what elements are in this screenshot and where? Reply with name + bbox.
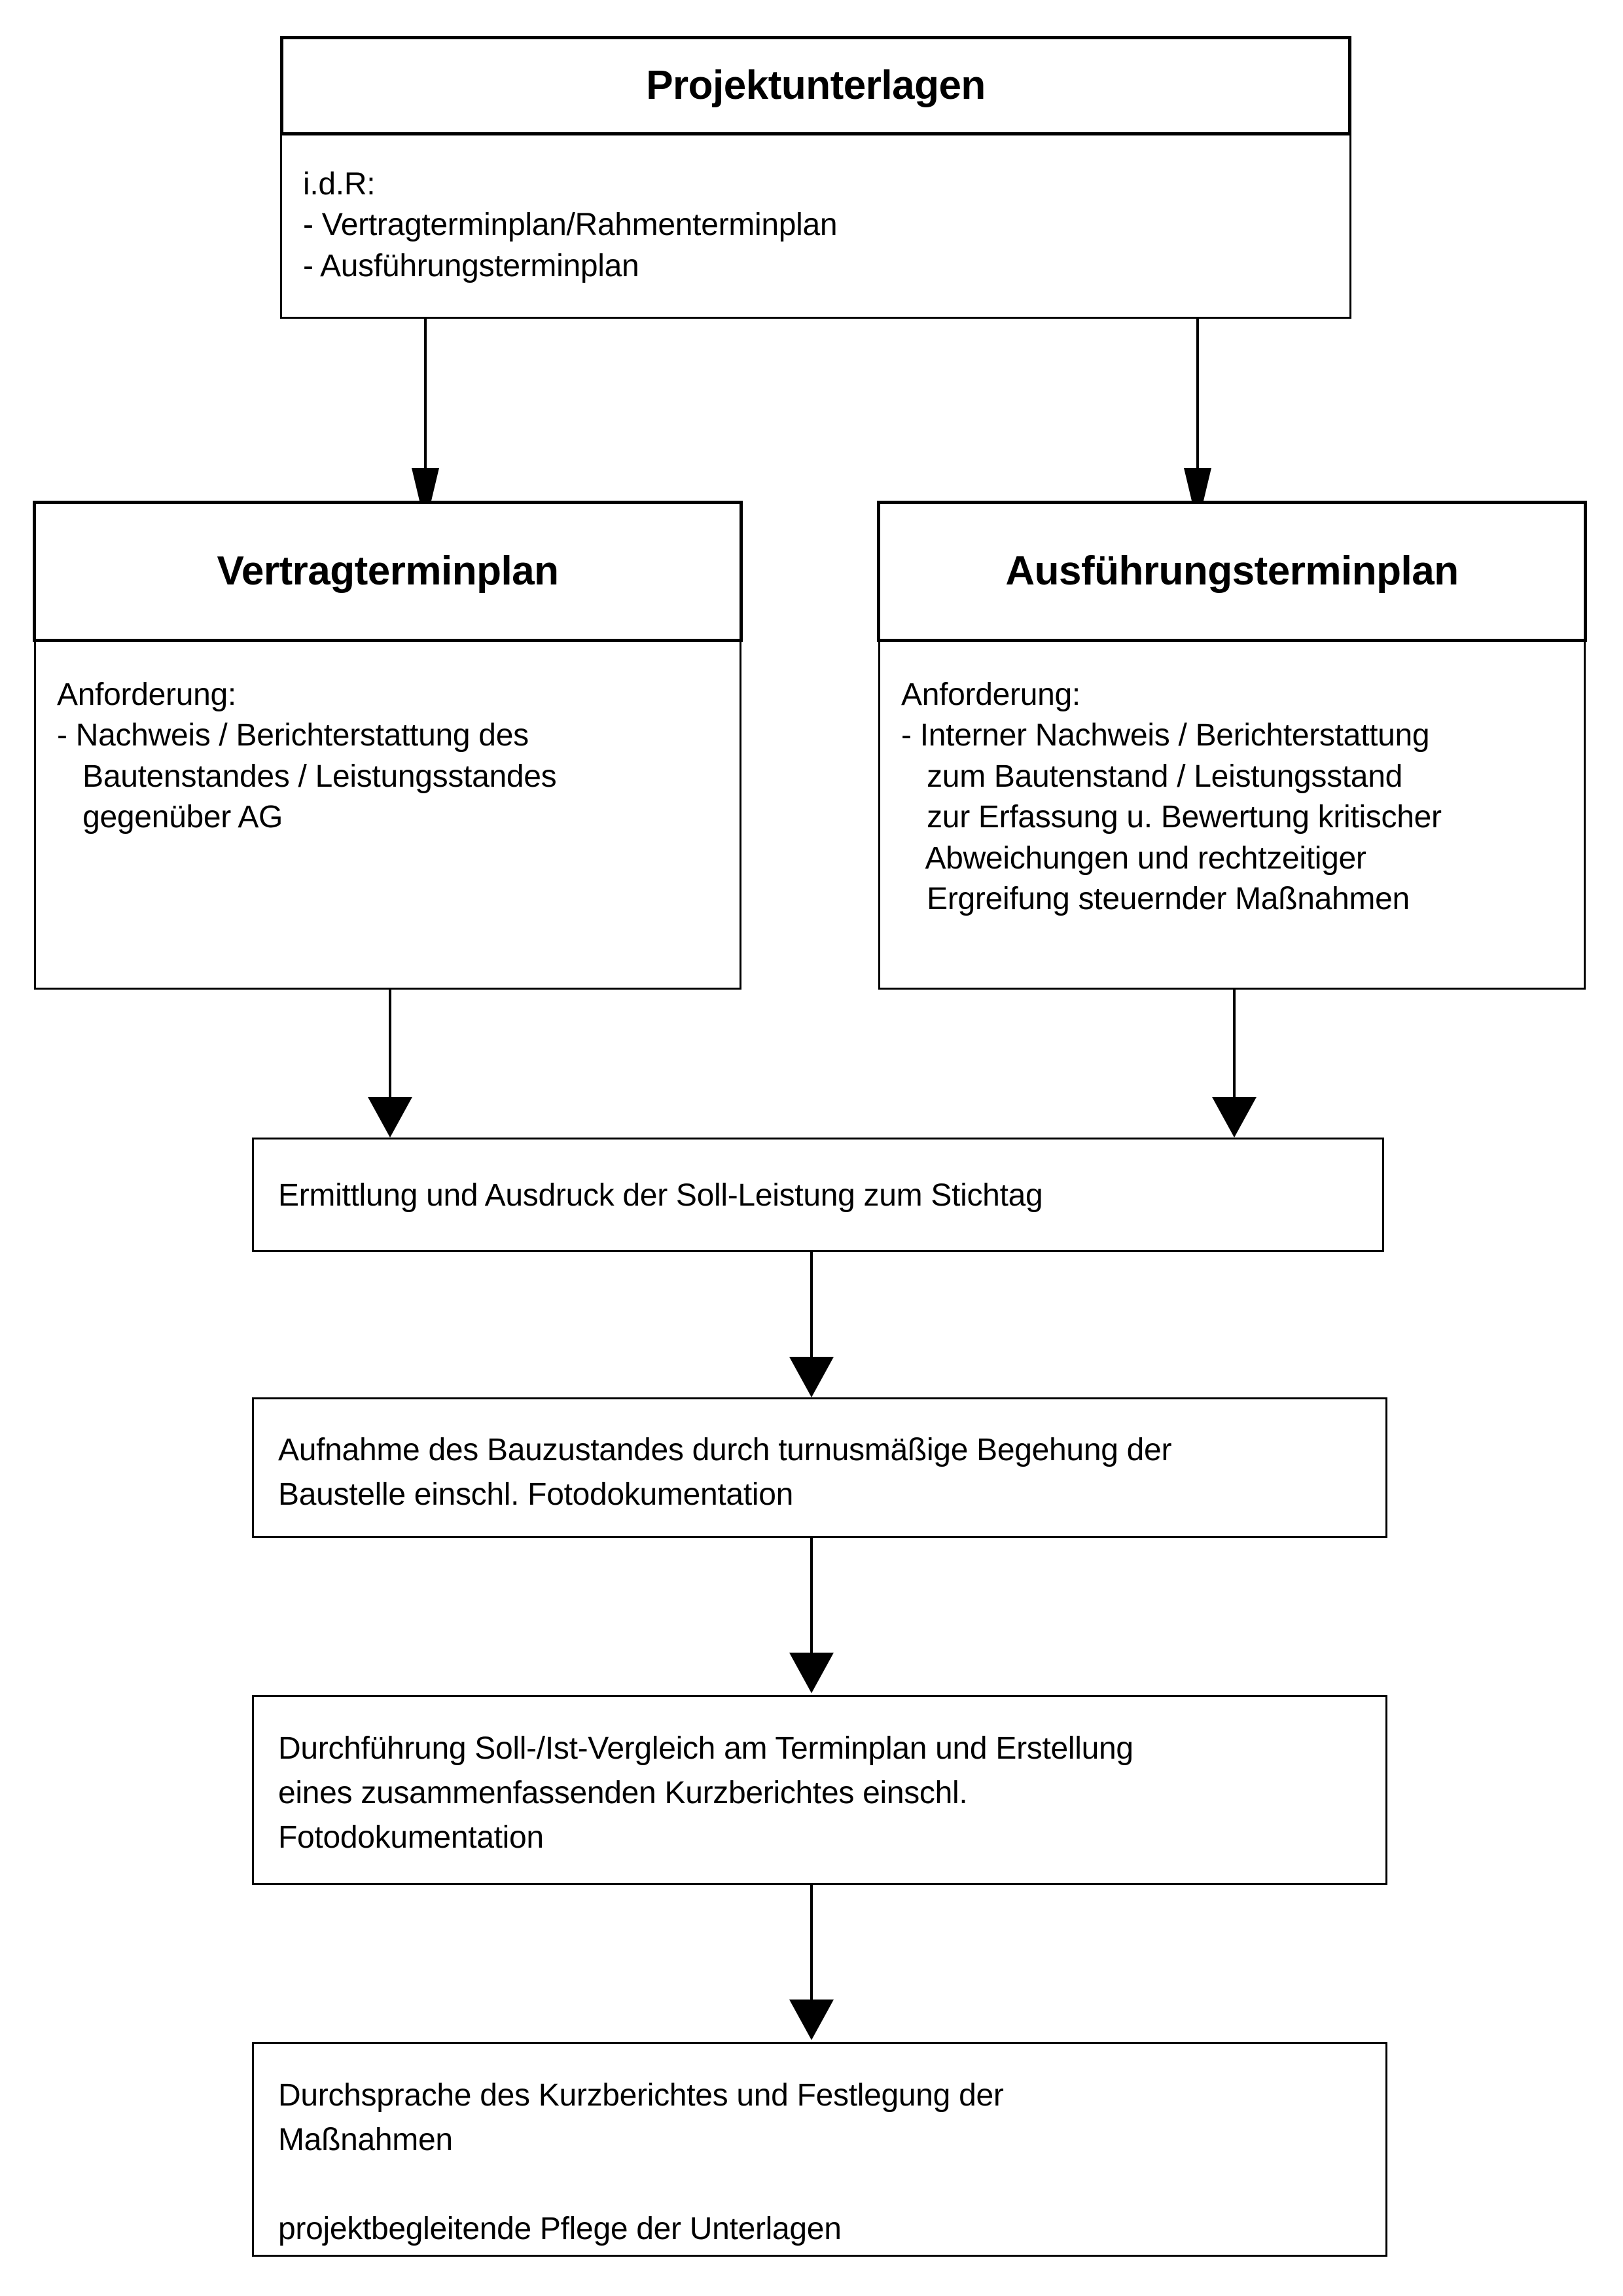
node-ausfuehrungsterminplan-body: Anforderung: - Interner Nachweis / Beric… [878,642,1586,990]
node-vertragterminplan-header: Vertragterminplan [33,501,743,642]
node-vertragterminplan-body: Anforderung: - Nachweis / Berichterstatt… [34,642,741,990]
node-ausfuehrungsterminplan-title: Ausführungsterminplan [1005,548,1459,594]
connector-line-vergleich-to-durchsprache [810,1885,813,2003]
connector-line-vtp-to-soll [389,990,391,1101]
connector-line-pu-to-atp [1196,319,1199,476]
connector-line-pu-to-vtp [424,319,427,476]
node-ausfuehrungsterminplan-header: Ausführungsterminplan [877,501,1587,642]
node-vertragterminplan-body-text: Anforderung: - Nachweis / Berichterstatt… [57,677,557,835]
connector-arrow-atp-to-soll [1212,1097,1257,1138]
node-projektunterlagen-header: Projektunterlagen [280,36,1351,135]
node-durchsprache-text: Durchsprache des Kurzberichtes und Festl… [278,2078,1004,2247]
connector-arrow-vtp-to-soll [368,1097,412,1138]
connector-arrow-vergleich-to-durchsprache [789,2000,834,2040]
connector-line-soll-to-aufnahme [810,1252,813,1361]
node-projektunterlagen-body: i.d.R: - Vertragterminplan/Rahmenterminp… [280,135,1351,319]
node-vertragterminplan-title: Vertragterminplan [217,548,559,594]
node-projektunterlagen-body-text: i.d.R: - Vertragterminplan/Rahmenterminp… [303,167,838,283]
node-soll-leistung [252,1138,1384,1252]
connector-arrow-soll-to-aufnahme [789,1357,834,1397]
node-durchsprache [252,2042,1387,2257]
node-soll-leistung-text: Ermittlung und Ausdruck der Soll-Leistun… [278,1178,1043,1213]
node-soll-ist-vergleich [252,1695,1387,1885]
node-soll-ist-vergleich-text: Durchführung Soll-/Ist-Vergleich am Term… [278,1731,1133,1856]
node-aufnahme-bauzustand-text: Aufnahme des Bauzustandes durch turnusmä… [278,1433,1172,1513]
connector-arrow-aufnahme-to-vergleich [789,1653,834,1693]
node-aufnahme-bauzustand [252,1397,1387,1538]
node-ausfuehrungsterminplan-body-text: Anforderung: - Interner Nachweis / Beric… [901,677,1442,916]
connector-line-atp-to-soll [1233,990,1236,1101]
node-projektunterlagen-title: Projektunterlagen [646,63,986,109]
connector-line-aufnahme-to-vergleich [810,1538,813,1657]
